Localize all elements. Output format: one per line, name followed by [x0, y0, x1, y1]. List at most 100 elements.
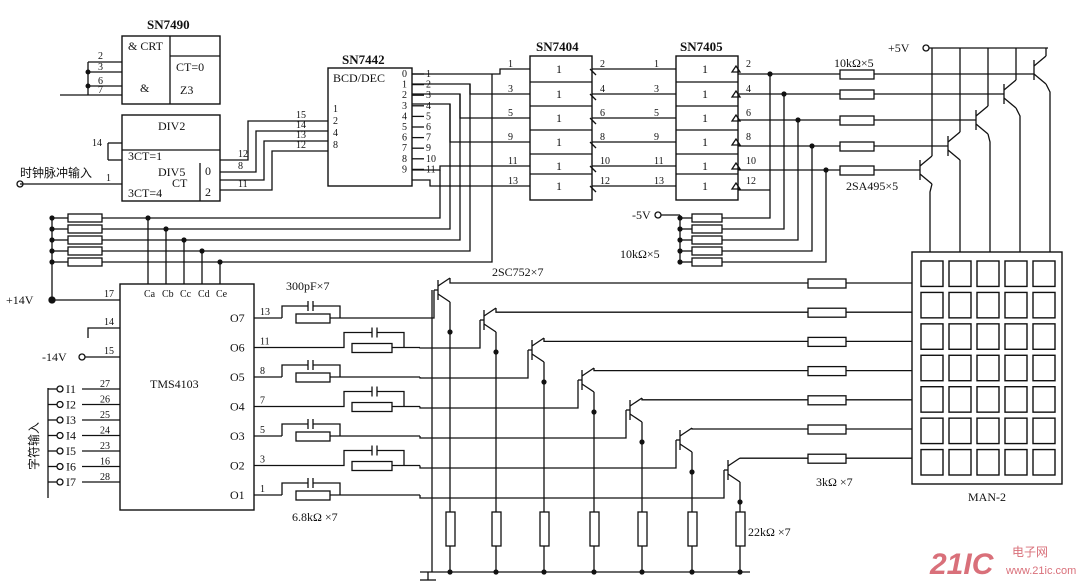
pulldown-resistor — [691, 213, 723, 223]
matrix-led — [1032, 323, 1056, 350]
minus5-resistor-bank: -5V 10kΩ×5 — [620, 208, 723, 267]
matrix-led — [976, 386, 1000, 413]
matrix-led — [948, 448, 972, 476]
collector-resistor — [807, 453, 847, 464]
matrix-led — [920, 417, 944, 445]
pulldown-resistor — [691, 257, 723, 267]
rom-input-label: I2 — [66, 398, 76, 412]
rom-input-label: I4 — [66, 429, 76, 443]
svg-text:1: 1 — [333, 104, 338, 115]
svg-text:&: & — [140, 81, 150, 95]
open-collector-mark — [730, 64, 742, 73]
gate-symbol: 1 — [702, 62, 708, 76]
pullup-resistor — [67, 235, 103, 245]
rom-input-pin: 25 — [100, 410, 110, 421]
matrix-led — [1032, 417, 1056, 445]
svg-text:CT: CT — [172, 176, 188, 190]
svg-text:12: 12 — [296, 140, 306, 151]
rom-control-pin: Cd — [198, 289, 210, 300]
svg-text:7: 7 — [98, 85, 103, 96]
rom-output-label: O1 — [230, 488, 245, 502]
sn7490-counter: SN7490 & CRT CT=0 Z3 & DIV2 DIV5 3CT=1 3… — [16, 17, 300, 202]
svg-text:2: 2 — [205, 185, 211, 199]
decoder-pin-number: 2 — [426, 80, 431, 91]
decoder-pin-number: 10 — [426, 154, 436, 165]
gate-output-pin: 8 — [746, 132, 751, 143]
gate-symbol: 1 — [556, 179, 562, 193]
svg-text:CT=0: CT=0 — [176, 60, 204, 74]
matrix-led — [948, 323, 972, 350]
gate-input-pin: 13 — [508, 176, 518, 187]
decoder-pin-number: 7 — [426, 133, 431, 144]
gate-output-pin: 6 — [746, 108, 751, 119]
decoder-output-label: 5 — [402, 122, 407, 133]
series-resistor — [351, 460, 393, 472]
gate-output-pin: 2 — [746, 59, 751, 70]
svg-text:15: 15 — [296, 110, 306, 121]
matrix-led — [920, 260, 944, 288]
open-collector-mark — [730, 161, 742, 170]
collector-resistor — [807, 307, 847, 318]
decoder-pin-number: 9 — [426, 143, 431, 154]
rom-control-pin: Cb — [162, 289, 174, 300]
emitter-resistor — [491, 511, 502, 547]
svg-text:12: 12 — [238, 149, 248, 160]
rom-input-pin: 16 — [100, 457, 110, 468]
series-resistor — [295, 313, 331, 324]
matrix-led — [1004, 354, 1028, 382]
svg-text:Z3: Z3 — [180, 83, 193, 97]
sn7405-title: SN7405 — [680, 39, 723, 54]
rom-output-label: O6 — [230, 341, 245, 355]
watermark-logo: 21IC — [929, 548, 995, 581]
matrix-led — [920, 323, 944, 350]
rom-input-pin: 26 — [100, 395, 110, 406]
matrix-led — [920, 354, 944, 382]
cap300-label: 300pF×7 — [286, 279, 329, 293]
matrix-led — [1032, 354, 1056, 382]
decoder-output-label: 7 — [402, 143, 407, 154]
matrix-led — [948, 417, 972, 445]
gate-output-pin: 12 — [600, 176, 610, 187]
matrix-led — [1004, 260, 1028, 288]
rom-output-pin: 3 — [260, 455, 265, 466]
open-collector-mark — [730, 181, 742, 190]
matrix-led — [1004, 448, 1028, 476]
npn-amplifier-network — [281, 277, 912, 581]
svg-text:4: 4 — [333, 128, 338, 139]
series-resistor — [295, 490, 331, 501]
matrix-led — [1004, 323, 1028, 350]
rom-output-label: O4 — [230, 400, 245, 414]
svg-text:+5V: +5V — [888, 41, 910, 55]
rom-output-pin: 8 — [260, 366, 265, 377]
man2-dot-matrix: MAN-2 — [911, 251, 1063, 504]
rom-input-pin: 28 — [100, 472, 110, 483]
site-watermark: 21IC 电子网 www.21ic.com — [929, 545, 1076, 581]
collector-resistor — [807, 395, 847, 406]
r10k-bot-label: 10kΩ×5 — [620, 247, 660, 261]
matrix-led — [948, 386, 972, 413]
emitter-resistor — [735, 511, 746, 547]
gate-symbol: 1 — [556, 135, 562, 149]
pnp-drivers: +5V 10kΩ×5 2SA495×5 — [834, 41, 1051, 252]
rom-output-label: O5 — [230, 370, 245, 384]
emitter-resistor — [445, 511, 456, 547]
sa495-label: 2SA495×5 — [846, 179, 898, 193]
pulldown-resistor — [691, 224, 723, 234]
input-terminal — [56, 478, 64, 486]
decoder-output-label: 1 — [402, 80, 407, 91]
decoder-pin-number: 3 — [426, 90, 431, 101]
open-collector-mark — [730, 113, 742, 122]
gate-input-pin: 9 — [508, 132, 513, 143]
input-terminal — [56, 462, 64, 471]
rom-input-label: I7 — [66, 475, 76, 489]
svg-text:17: 17 — [104, 289, 114, 300]
decoder-pin-number: 5 — [426, 111, 431, 122]
gate-output-pin: 4 — [746, 84, 751, 95]
series-resistor — [295, 431, 331, 442]
svg-text:14: 14 — [296, 120, 306, 131]
pullup-resistor — [67, 213, 103, 223]
emitter-resistor — [539, 511, 550, 547]
matrix-led — [1032, 448, 1056, 476]
